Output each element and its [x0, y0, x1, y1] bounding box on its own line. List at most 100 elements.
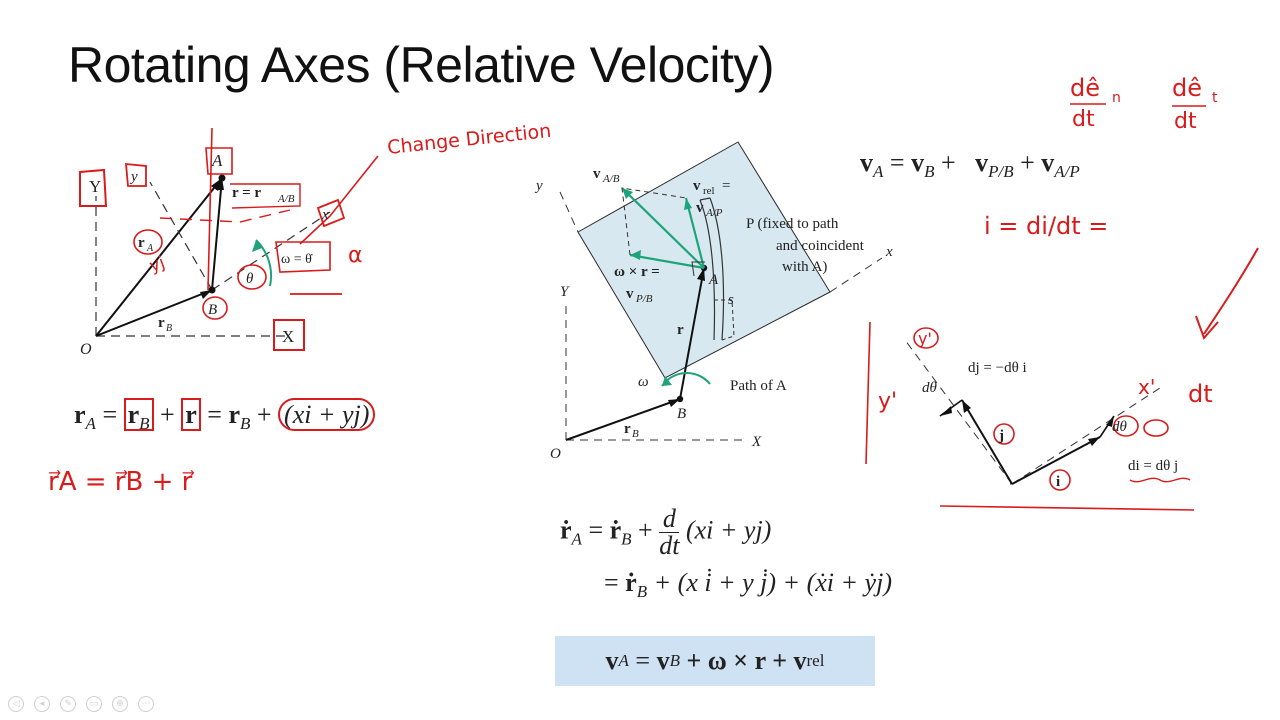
rfig-dtheta2: dθ: [1112, 419, 1128, 435]
rfig-i: i: [1056, 474, 1060, 490]
box-vB: v: [656, 646, 670, 675]
more-icon[interactable]: ⋯: [138, 696, 154, 712]
pen-icon[interactable]: ✎: [60, 696, 76, 712]
box-vrel: v: [793, 646, 807, 675]
label-rA-sub: A: [146, 243, 154, 254]
boxed-rB: rB: [123, 398, 154, 434]
cfig-s: s: [728, 292, 734, 308]
hand-dt-1: dt: [1072, 107, 1095, 132]
deq-frac-den: dt: [659, 531, 680, 560]
label-B: B: [208, 302, 217, 318]
veq-vB-sub: B: [924, 162, 935, 182]
presentation-toolbar: ◁ ◂ ✎ ▭ ⊕ ⋯: [8, 696, 154, 712]
cfig-omega: ω: [638, 374, 649, 390]
rfig-dtheta1: dθ: [922, 380, 938, 396]
box-vB-sub: B: [669, 651, 680, 670]
label-rB: r: [158, 315, 165, 331]
boxed-r: r: [181, 398, 201, 431]
cfig-A: A: [708, 272, 719, 288]
label-y: y: [129, 169, 138, 185]
veq-plus2: +: [1020, 148, 1035, 177]
box-equals: =: [635, 646, 651, 675]
zoom-icon[interactable]: ⊕: [112, 696, 128, 712]
label-O: O: [80, 341, 92, 358]
eq-rB2-sub: B: [239, 414, 251, 434]
hand-y-prime-circled: y': [918, 329, 932, 348]
veq-vA: v: [860, 148, 873, 177]
circled-xi-yj: (xi + yj): [278, 398, 376, 431]
eq-r: r: [185, 400, 197, 429]
velocity-equation: vA = vB + vP/B + vA/P: [860, 148, 1080, 182]
cfig-path: Path of A: [730, 378, 787, 394]
pointer-icon[interactable]: ◁: [8, 696, 24, 712]
rfig-dj-eq: dj = −dθ i: [968, 360, 1027, 376]
label-rB-sub: B: [166, 323, 172, 334]
label-Y: Y: [89, 177, 101, 196]
slide-title: Rotating Axes (Relative Velocity): [68, 37, 775, 93]
eq-equals2: =: [207, 400, 222, 429]
deq-rest: + (x i̇ + y j̇) + (ẋi + ẏj): [653, 568, 892, 597]
cfig-vrel: v: [693, 178, 701, 194]
deq-rAdot-sub: A: [571, 529, 582, 549]
box-vrel-sub: rel: [806, 651, 825, 670]
hand-x-prime: x': [1138, 375, 1155, 399]
hand-alpha: α: [348, 243, 363, 268]
deq-fraction: d dt: [659, 506, 680, 560]
label-A: A: [211, 151, 223, 170]
cfig-rB: r: [624, 421, 631, 437]
deq-paren: (xi + yj): [685, 515, 772, 545]
hand-dt-2: dt: [1174, 109, 1197, 134]
cfig-vAB: v: [593, 166, 601, 182]
hand-yj: yj: [147, 253, 168, 277]
deq-equals1: =: [588, 515, 604, 545]
eq-rB2: r: [228, 400, 240, 429]
hand-n: n: [1112, 90, 1121, 106]
rfig-di-eq: di = dθ j: [1128, 458, 1178, 474]
veq-vB: v: [911, 148, 925, 177]
cfig-x: x: [885, 244, 893, 260]
cfig-Y: Y: [560, 284, 570, 300]
veq-vPB: v: [975, 148, 989, 177]
eq-rB-sub: B: [139, 414, 150, 434]
cfig-O: O: [550, 446, 561, 462]
back-icon[interactable]: ◂: [34, 696, 50, 712]
cfig-vrel-sub: rel: [703, 185, 715, 197]
hand-dt: dt: [1188, 380, 1213, 408]
label-omega-eq: ω = θ̇: [281, 252, 313, 267]
cfig-rB-sub: B: [632, 428, 639, 440]
deq-rBdot: ṙ: [609, 515, 622, 545]
deq-rBdot-sub: B: [621, 529, 632, 549]
veq-equals: =: [889, 148, 905, 177]
hand-y-prime: y': [878, 389, 897, 414]
veq-vAP-sub: A/P: [1054, 162, 1080, 182]
derivative-equation-line2: = ṙB + (x i̇ + y j̇) + (ẋi + ẏj): [604, 568, 892, 602]
veq-plus1: +: [940, 148, 956, 177]
highlighter-icon[interactable]: ▭: [86, 696, 102, 712]
hand-de-n: dê: [1070, 74, 1100, 102]
cfig-r: r: [677, 322, 684, 338]
veq-vPB-sub: P/B: [988, 162, 1014, 182]
cfig-wxr: ω × r =: [614, 264, 660, 280]
label-X: X: [282, 327, 294, 346]
deq-plus: +: [638, 515, 653, 545]
label-rA: r: [138, 235, 145, 251]
eq-plus2: +: [256, 400, 272, 429]
cfig-vAB-sub: A/B: [602, 173, 620, 185]
label-r-eq-sub: A/B: [277, 193, 295, 205]
cfig-vPB: v: [626, 286, 634, 302]
position-equation: rA = rB + r = rB + (xi + yj): [74, 398, 376, 434]
cfig-vAP: v: [696, 200, 704, 216]
cfig-P-note1: P (fixed to path: [746, 216, 839, 232]
deq-rBdot2-sub: B: [636, 582, 648, 602]
deq-rAdot: ṙ: [560, 515, 572, 545]
hand-t: t: [1212, 90, 1218, 106]
deq-equals2: =: [604, 568, 619, 597]
box-vA: v: [605, 646, 619, 675]
hand-vector-eq-text: r⃗A = r⃗B + r⃗: [48, 467, 195, 497]
box-vA-sub: A: [618, 651, 629, 670]
